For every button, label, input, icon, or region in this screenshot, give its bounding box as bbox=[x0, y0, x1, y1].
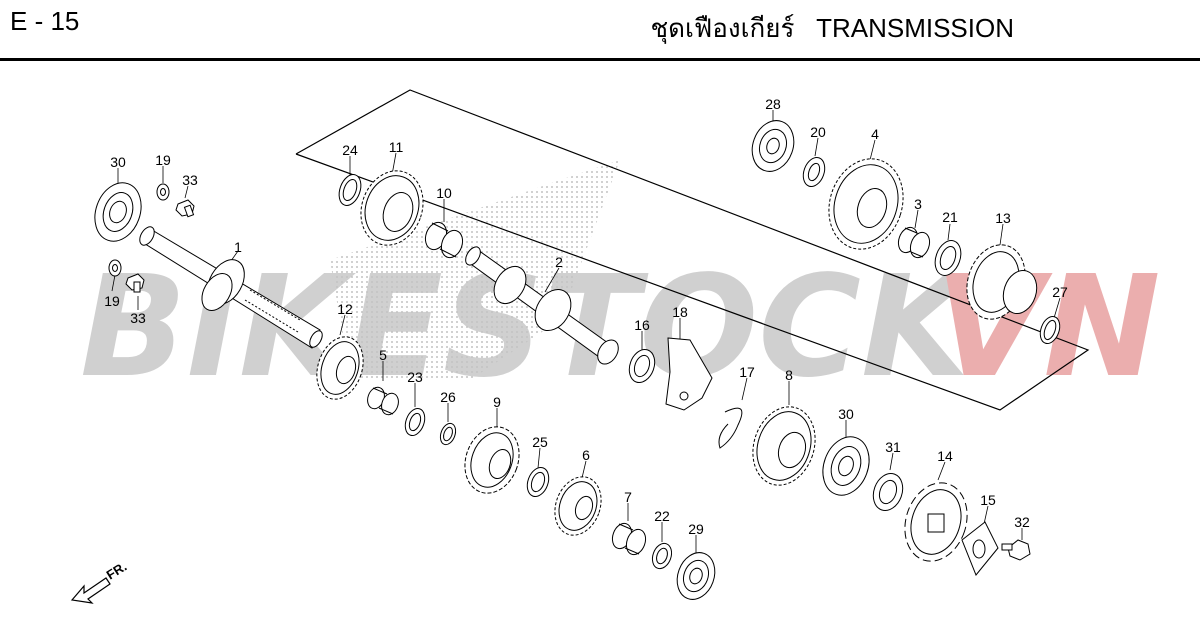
page-title: ชุดเฟืองเกียร์ TRANSMISSION bbox=[650, 8, 1014, 49]
mainshaft-1 bbox=[139, 226, 323, 349]
bearing-29 bbox=[676, 552, 716, 600]
bearing-30-left bbox=[94, 182, 142, 242]
callout-10: 10 bbox=[436, 185, 452, 201]
callout-25: 25 bbox=[532, 434, 548, 450]
callout-19-bottom: 19 bbox=[104, 293, 120, 309]
callout-24: 24 bbox=[342, 142, 358, 158]
callout-2: 2 bbox=[555, 254, 563, 270]
callout-32: 32 bbox=[1014, 514, 1030, 530]
bearing-28 bbox=[751, 120, 795, 172]
callout-labels: 1 2 3 4 5 6 7 8 9 10 11 12 13 14 15 16 1… bbox=[104, 96, 1068, 537]
front-arrow-icon bbox=[70, 577, 111, 604]
callout-15: 15 bbox=[980, 492, 996, 508]
callout-19-top: 19 bbox=[155, 152, 171, 168]
title-thai: ชุดเฟืองเกียร์ bbox=[650, 13, 795, 43]
callout-12: 12 bbox=[337, 301, 353, 317]
callout-28: 28 bbox=[765, 96, 781, 112]
clip-17 bbox=[718, 407, 743, 449]
callout-22: 22 bbox=[654, 508, 670, 524]
callout-18: 18 bbox=[672, 304, 688, 320]
callout-30-left: 30 bbox=[110, 154, 126, 170]
seal-31 bbox=[872, 473, 904, 511]
callout-31: 31 bbox=[885, 439, 901, 455]
callout-20: 20 bbox=[810, 124, 826, 140]
callout-33-bottom: 33 bbox=[130, 310, 146, 326]
callout-6: 6 bbox=[582, 447, 590, 463]
callout-21: 21 bbox=[942, 209, 958, 225]
callout-5: 5 bbox=[379, 347, 387, 363]
bolt-32 bbox=[1001, 539, 1031, 561]
callout-7: 7 bbox=[624, 489, 632, 505]
drive-sprocket-14 bbox=[904, 482, 968, 562]
gear-13 bbox=[966, 244, 1038, 320]
callout-9: 9 bbox=[493, 394, 501, 410]
callout-30-right: 30 bbox=[838, 406, 854, 422]
callout-26: 26 bbox=[440, 389, 456, 405]
callout-11: 11 bbox=[389, 139, 404, 155]
title-english: TRANSMISSION bbox=[816, 13, 1014, 43]
front-direction-indicator: FR. bbox=[70, 559, 130, 604]
callout-4: 4 bbox=[871, 126, 879, 142]
page-code: E - 15 bbox=[10, 6, 80, 36]
fixing-plate-15 bbox=[961, 521, 999, 576]
callout-33-top: 33 bbox=[182, 172, 198, 188]
gear-11 bbox=[360, 170, 424, 246]
callout-14: 14 bbox=[937, 448, 953, 464]
bearing-30-right bbox=[822, 436, 870, 496]
bushing-3 bbox=[897, 226, 931, 259]
callout-1: 1 bbox=[234, 239, 242, 255]
bolt-33-top bbox=[175, 199, 195, 218]
callout-27: 27 bbox=[1052, 284, 1068, 300]
callout-29: 29 bbox=[688, 521, 704, 537]
gear-4 bbox=[828, 158, 904, 250]
gear-9 bbox=[464, 426, 520, 494]
countershaft-2 bbox=[465, 246, 619, 365]
callout-23: 23 bbox=[407, 369, 423, 385]
callout-13: 13 bbox=[995, 210, 1011, 226]
callout-8: 8 bbox=[785, 367, 793, 383]
title-divider bbox=[0, 58, 1200, 61]
callout-17: 17 bbox=[739, 364, 755, 380]
callout-3: 3 bbox=[914, 196, 922, 212]
countershaft-group-frame bbox=[295, 89, 1090, 411]
callout-16: 16 bbox=[634, 317, 650, 333]
bushing-5 bbox=[367, 386, 399, 416]
leader-lines bbox=[111, 110, 1061, 553]
bolt-33-bottom bbox=[125, 273, 145, 293]
bushing-7 bbox=[611, 522, 647, 556]
gear-8 bbox=[752, 406, 816, 486]
setting-plate-18 bbox=[665, 337, 713, 411]
bushing-10 bbox=[424, 221, 464, 259]
fr-label: FR. bbox=[104, 559, 130, 583]
gear-6 bbox=[554, 476, 602, 536]
gear-12 bbox=[316, 336, 364, 400]
